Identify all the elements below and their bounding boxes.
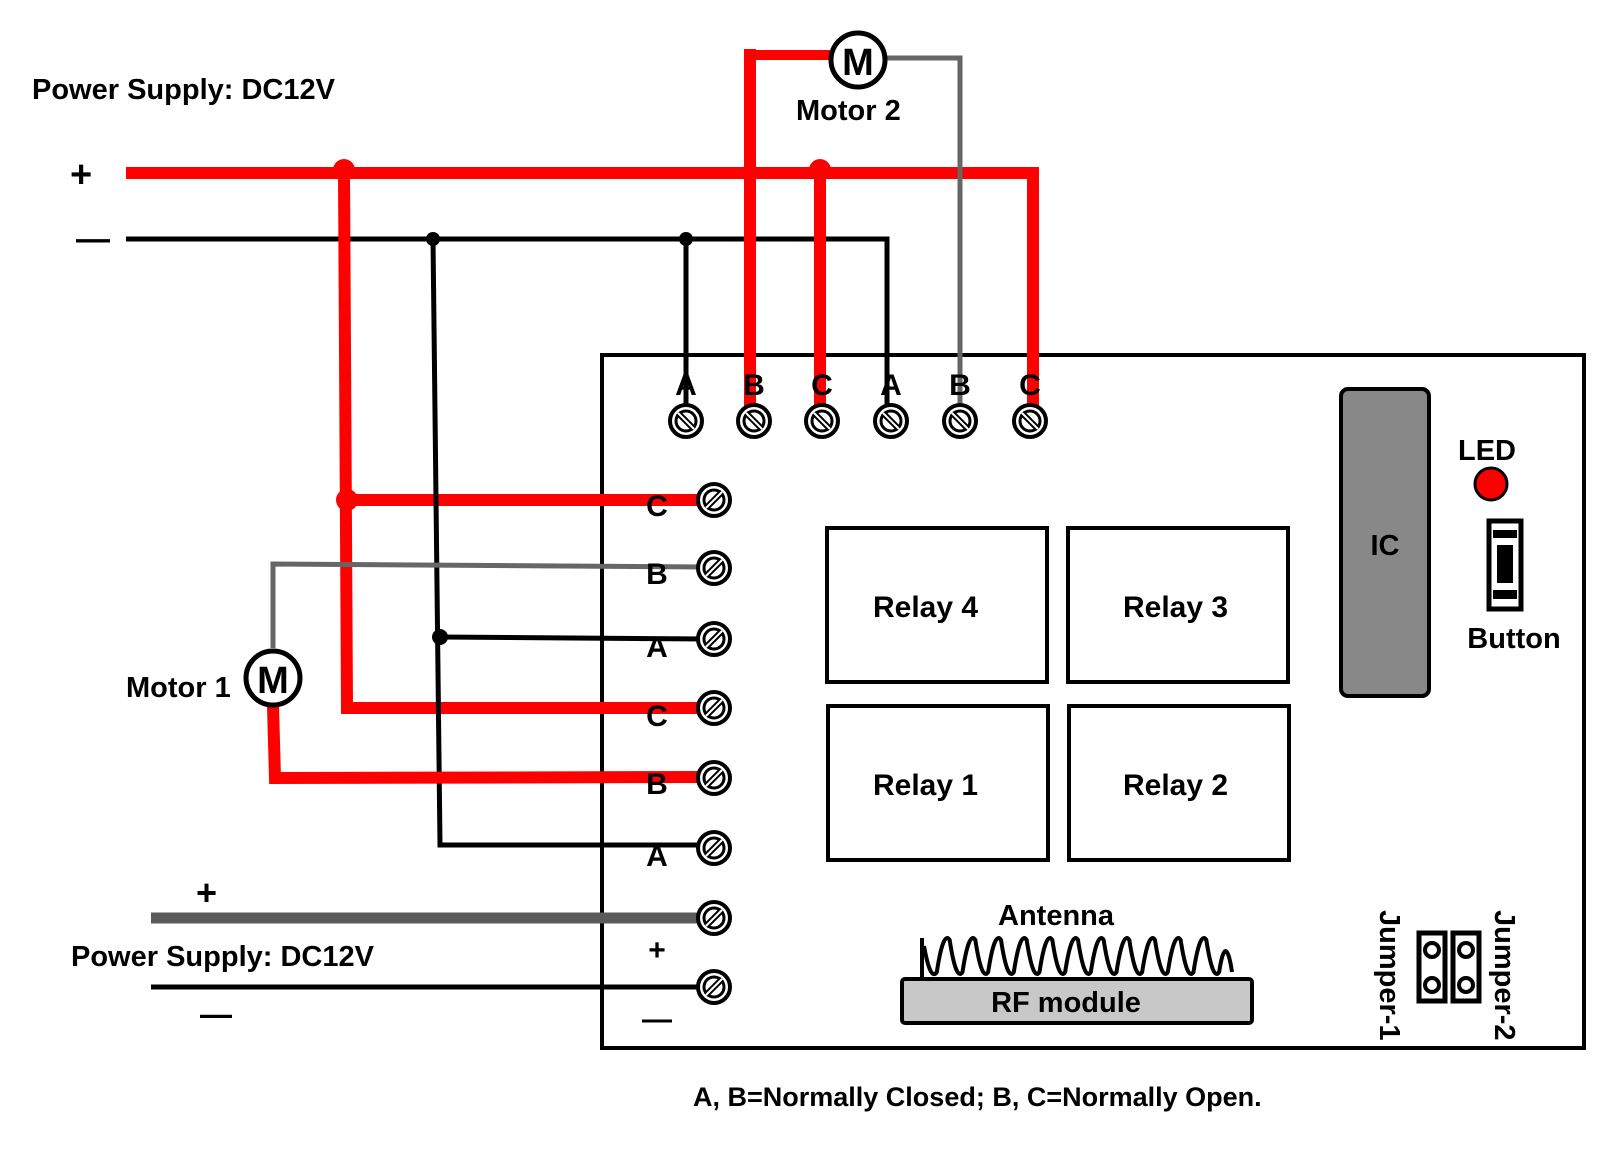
left-terminal-label-1: C (646, 490, 668, 523)
relay-3-box (1066, 526, 1290, 684)
junction-dot (336, 489, 358, 511)
controller-board (600, 353, 1586, 1050)
left-terminal-label-4: C (646, 700, 668, 733)
top-terminal-label-5: B (949, 369, 971, 402)
jumper-1-label: Jumper-1 (1373, 910, 1405, 1041)
left-terminal-screw-7 (696, 900, 732, 936)
relay-1-box (826, 704, 1050, 862)
left-terminal-column: C B A C B A + — (642, 482, 732, 1036)
left-terminal-screw-2 (696, 550, 732, 586)
rf-module-label: RF module (991, 987, 1141, 1019)
motor2-grey-wire (885, 55, 963, 415)
antenna-icon (922, 936, 1234, 977)
bottom-minus-sign: — (200, 996, 232, 1032)
left-terminal-label-5: B (646, 768, 668, 801)
top-terminal-screw-6 (1012, 403, 1048, 439)
relay-4-box (825, 526, 1049, 684)
left-terminal-screw-8 (696, 969, 732, 1005)
relay-1-label: Relay 1 (873, 769, 978, 802)
top-negative-bus-wire (126, 236, 890, 415)
relay-2-box (1067, 704, 1291, 862)
junction-dot (333, 159, 355, 181)
left-terminal-screw-3 (696, 621, 732, 657)
relay-4-label: Relay 4 (873, 591, 978, 624)
button-label: Button (1467, 623, 1560, 655)
push-button (1486, 518, 1524, 612)
negative-drop-to-left-terminals (430, 238, 706, 848)
relay-2-label: Relay 2 (1123, 769, 1228, 802)
bottom-plus-sign: + (196, 872, 217, 913)
relay-3-label: Relay 3 (1123, 591, 1228, 624)
top-positive-bus-wire (126, 167, 1039, 415)
top-terminal-label-2: B (743, 369, 765, 402)
left-terminal-label-3: A (646, 631, 668, 664)
left-terminal-label-7: + (648, 934, 666, 967)
jumper-2-label: Jumper-2 (1488, 910, 1520, 1041)
negative-branch-to-left-a1 (439, 634, 707, 642)
motor1-label: Motor 1 (126, 672, 231, 704)
junction-dot (432, 629, 448, 645)
top-power-supply-label: Power Supply: DC12V (32, 74, 336, 106)
motor2-symbol-letter: M (842, 42, 874, 84)
junction-dot (426, 232, 440, 246)
top-terminal-screw-3 (804, 403, 840, 439)
led-label: LED (1458, 435, 1516, 467)
bottom-power-supply-label: Power Supply: DC12V (71, 941, 375, 973)
ic-chip (1339, 387, 1431, 698)
junction-dot (679, 232, 693, 246)
footnote: A, B=Normally Closed; B, C=Normally Open… (693, 1082, 1262, 1112)
left-terminal-screw-4 (696, 690, 732, 726)
left-terminal-label-8: — (642, 1003, 672, 1036)
junction-dot (809, 159, 831, 181)
jumper-1 (1416, 930, 1448, 1004)
motor2-label: Motor 2 (796, 95, 901, 127)
motor1-symbol (243, 648, 303, 708)
rf-module (900, 977, 1254, 1025)
top-terminal-screw-1 (668, 403, 704, 439)
top-plus-sign: + (70, 154, 92, 196)
positive-drop-to-left-terminals (338, 172, 706, 714)
top-terminal-label-6: C (1019, 369, 1041, 402)
top-terminal-screw-2 (736, 403, 772, 439)
top-terminal-label-4: A (880, 369, 902, 402)
top-minus-sign: — (76, 220, 110, 258)
motor1-red-wire (267, 705, 707, 785)
left-terminal-label-2: B (646, 558, 668, 591)
top-terminal-screw-4 (873, 403, 909, 439)
top-terminal-label-3: C (811, 369, 833, 402)
motor1-symbol-letter: M (257, 660, 289, 702)
led-indicator (1473, 466, 1509, 502)
ic-label: IC (1371, 530, 1400, 562)
jumper-2 (1450, 930, 1482, 1004)
top-terminal-screw-5 (942, 403, 978, 439)
left-terminal-screw-1 (696, 482, 732, 518)
left-terminal-screw-5 (696, 760, 732, 796)
antenna-label: Antenna (998, 900, 1115, 932)
top-terminal-label-1: A (675, 369, 697, 402)
motor2-symbol (828, 30, 888, 90)
left-terminal-label-6: A (646, 840, 668, 873)
left-terminal-screw-6 (696, 830, 732, 866)
motor1-grey-wire (270, 561, 707, 648)
